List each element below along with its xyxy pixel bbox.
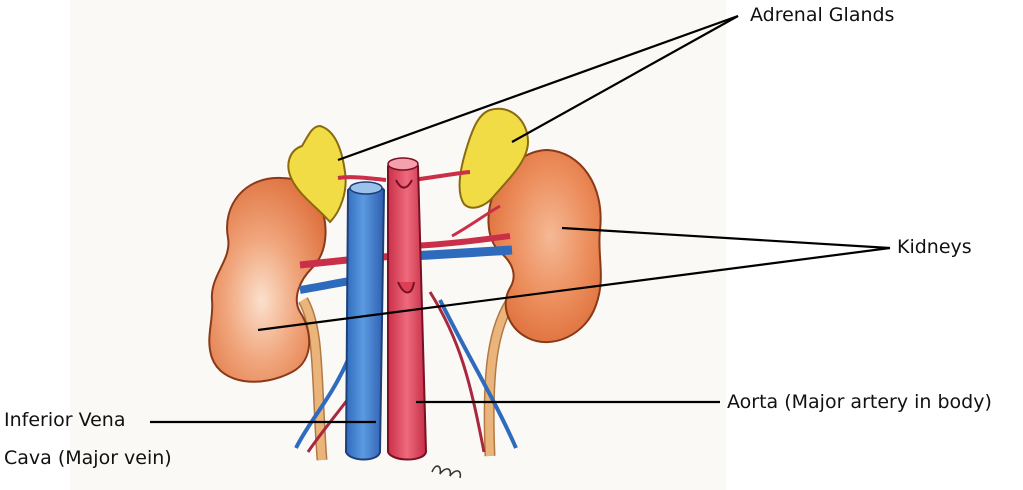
leader-lines xyxy=(150,14,891,424)
kidneys-label: Kidneys xyxy=(897,236,972,258)
inferior-vena-cava-label-line2: Cava (Major vein) xyxy=(4,447,172,469)
leader-line-adrenal-left xyxy=(337,14,739,162)
inferior-vena-cava xyxy=(344,181,386,461)
leader-line-kidney-right xyxy=(561,226,891,250)
adrenal-glands-label: Adrenal Glands xyxy=(750,4,895,26)
leader-line-adrenal-right xyxy=(511,15,739,143)
artist-signature xyxy=(431,465,462,479)
leader-line-kidney-left xyxy=(257,246,891,332)
left-kidney xyxy=(208,176,327,383)
aorta-label: Aorta (Major artery in body) xyxy=(727,391,992,413)
left-adrenal-gland xyxy=(287,124,347,224)
lower-small-vessels xyxy=(294,291,518,453)
inferior-vena-cava-label-line1: Inferior Vena xyxy=(4,409,126,431)
